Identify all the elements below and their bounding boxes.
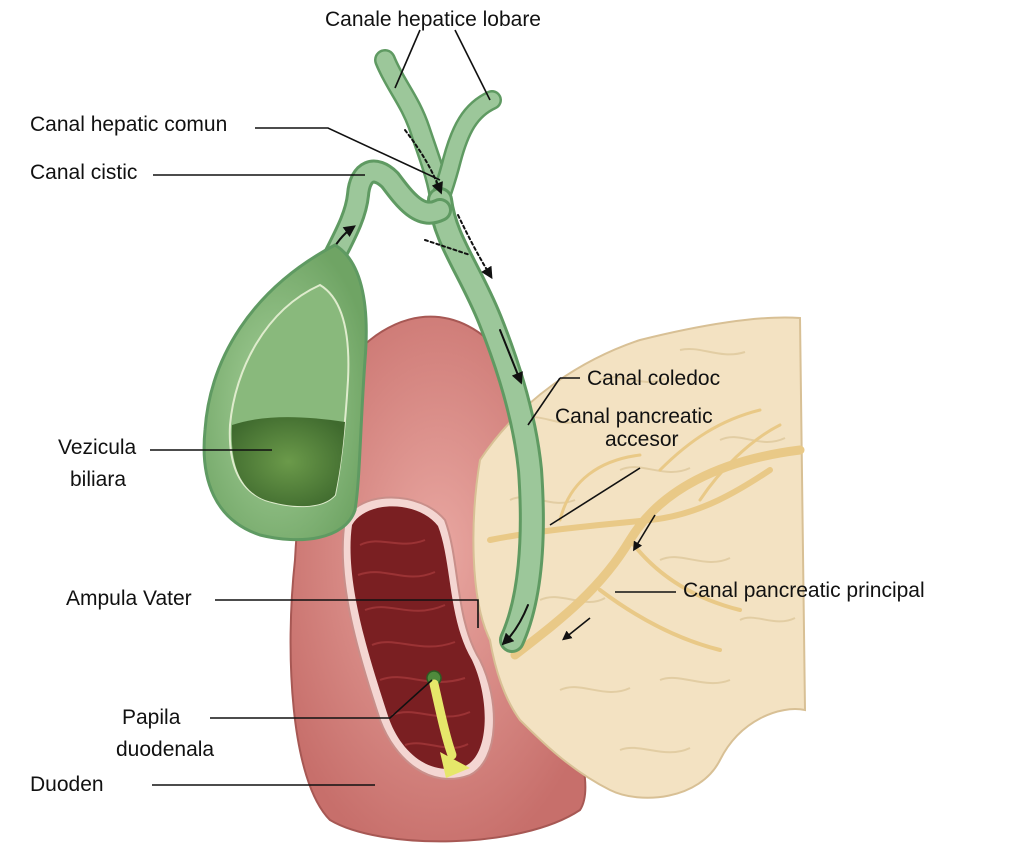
label-papila-duodenala-line2: duodenala	[116, 738, 214, 761]
label-papila-duodenala-line1: Papila	[122, 706, 181, 729]
label-canal-pancreatic-accesor-line1: Canal pancreatic	[555, 405, 713, 428]
label-canal-coledoc: Canal coledoc	[587, 367, 720, 390]
gallbladder	[204, 245, 366, 540]
label-canal-cistic: Canal cistic	[30, 161, 137, 184]
label-canal-hepatic-comun: Canal hepatic comun	[30, 113, 227, 136]
label-vezicula-biliara-line1: Vezicula	[58, 436, 137, 459]
label-vezicula-biliara-line2: biliara	[70, 468, 126, 491]
label-ampula-vater: Ampula Vater	[66, 587, 192, 610]
label-canale-hepatice-lobare: Canale hepatice lobare	[325, 8, 541, 31]
label-canal-pancreatic-accesor-line2: accesor	[605, 428, 679, 451]
label-canal-pancreatic-principal: Canal pancreatic principal	[683, 579, 925, 602]
label-duoden: Duoden	[30, 773, 104, 796]
